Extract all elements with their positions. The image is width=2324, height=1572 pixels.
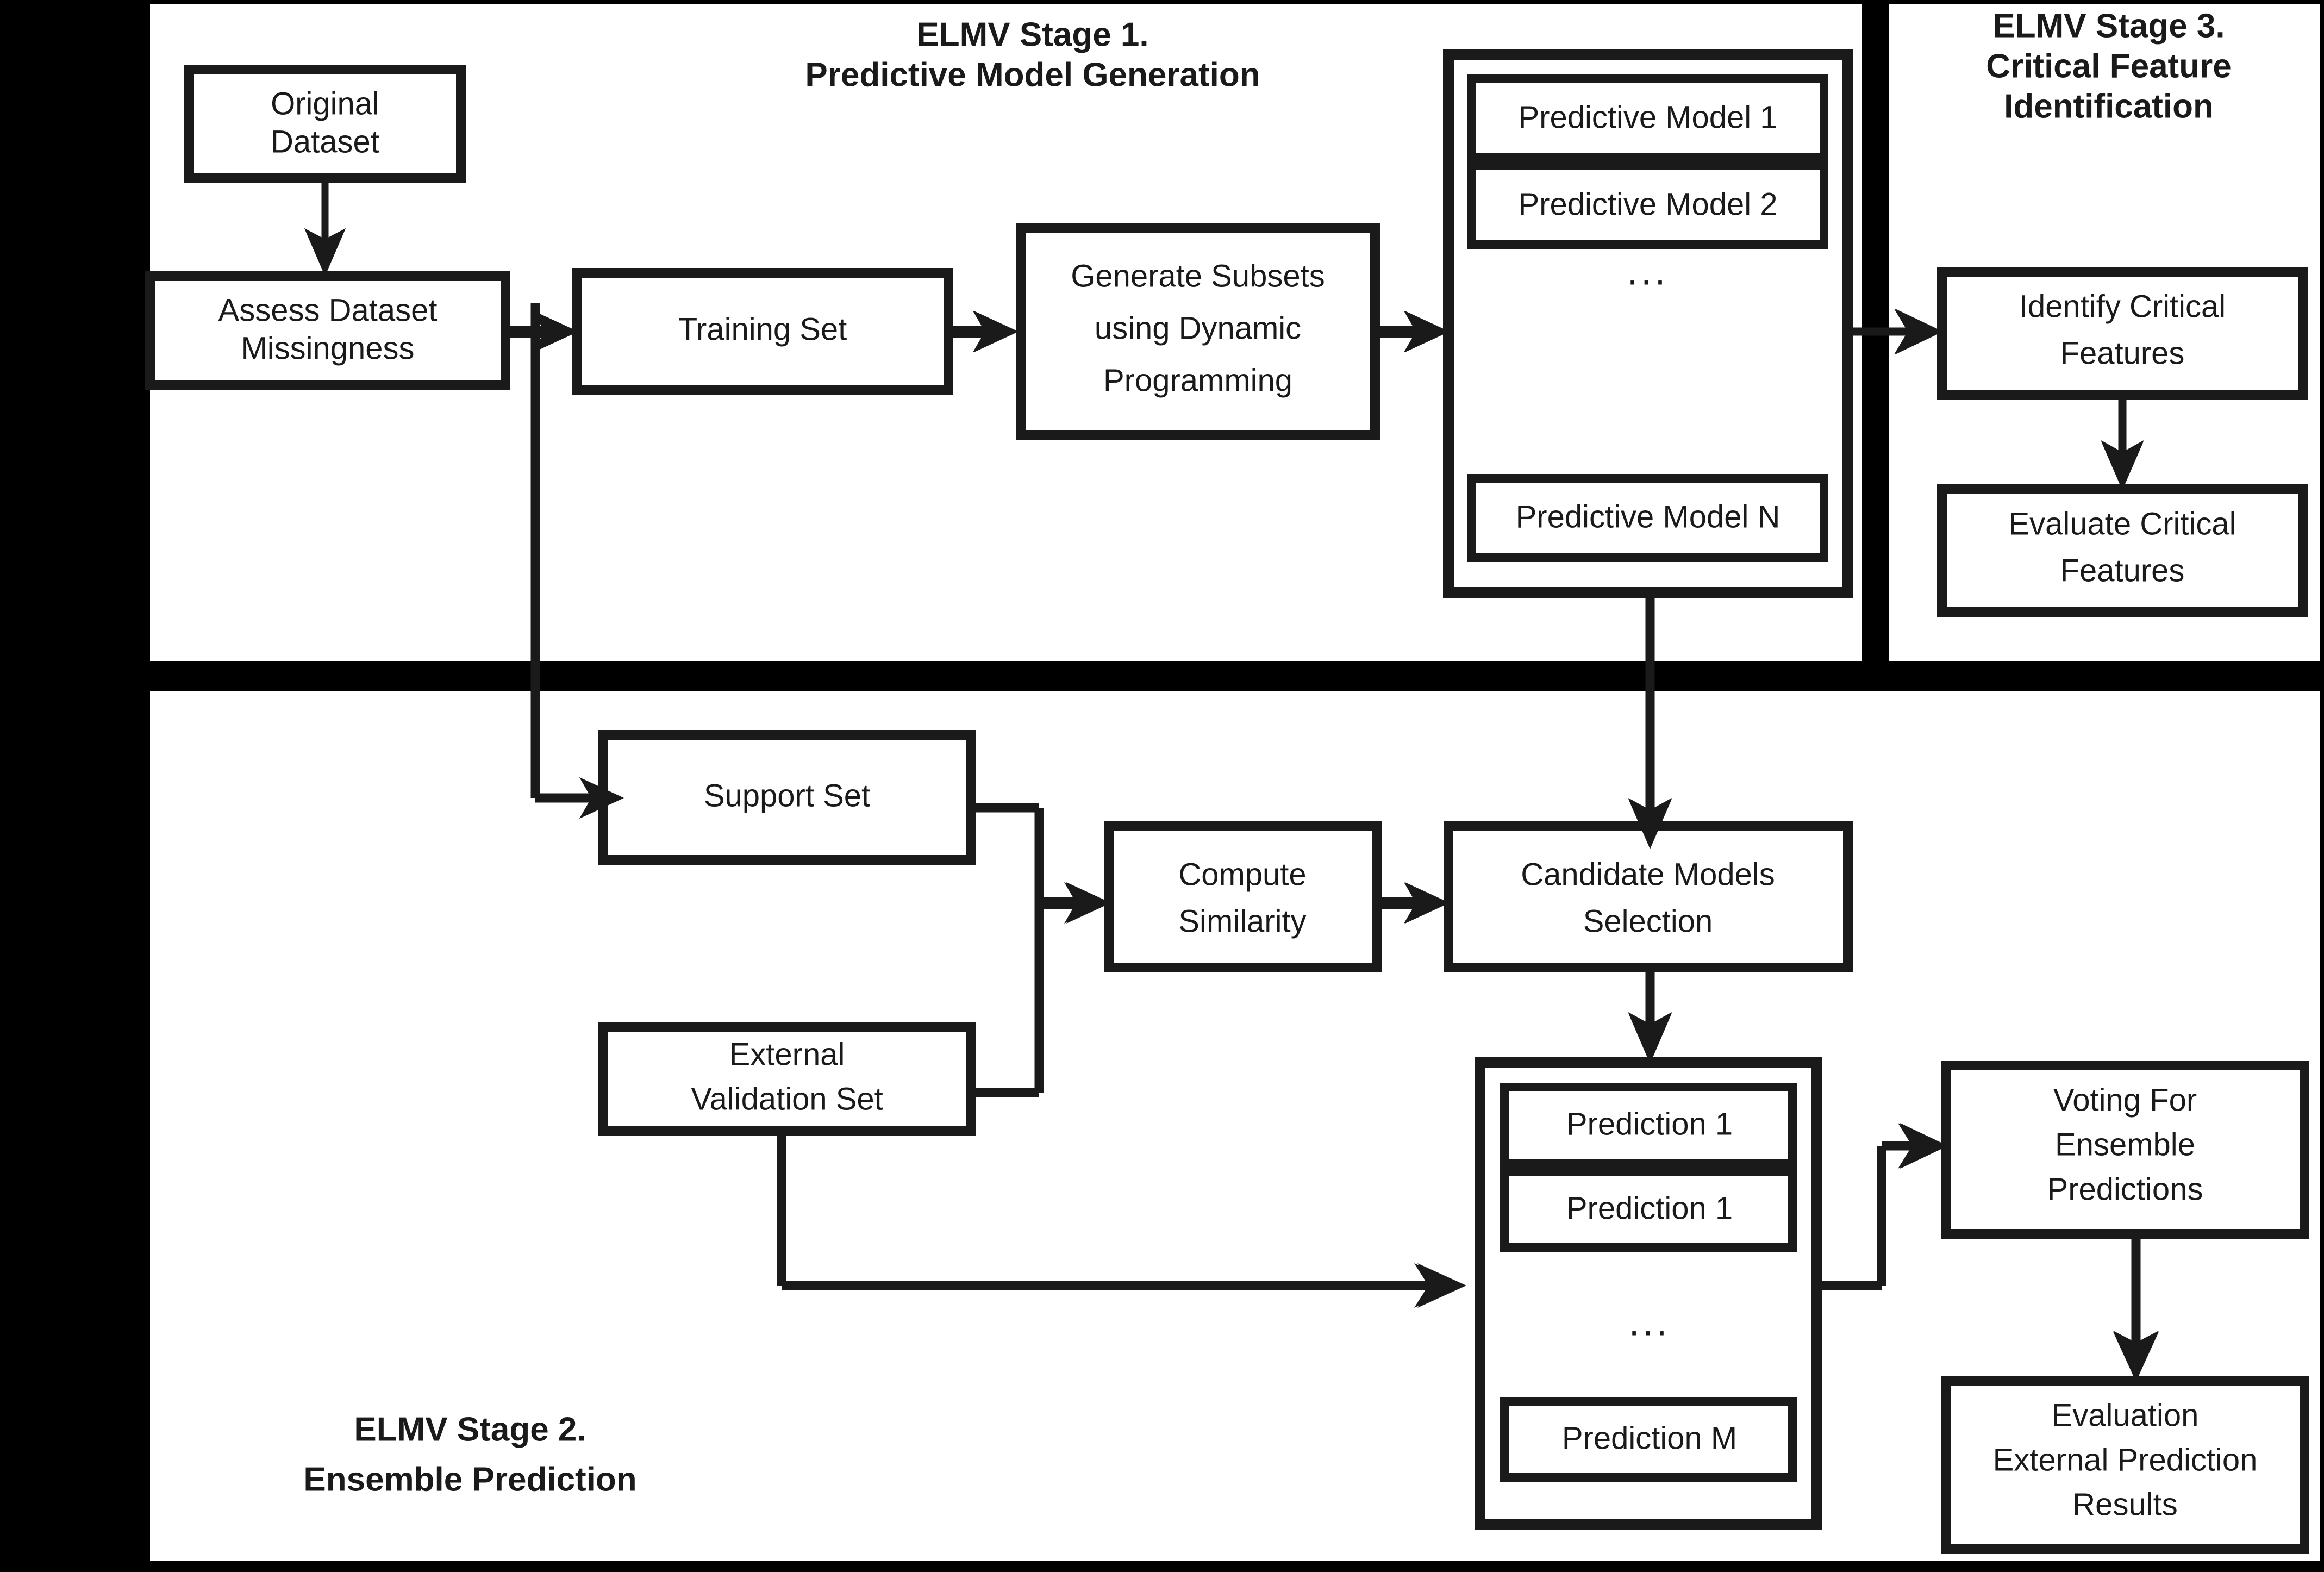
label-voting-line3: Predictions bbox=[2047, 1171, 2203, 1207]
label-generate-subsets-line1: Generate Subsets bbox=[1071, 258, 1325, 294]
label-evaluation-line2: External Prediction bbox=[1993, 1442, 2258, 1477]
box-assess-missingness[interactable] bbox=[145, 271, 510, 390]
label-generate-subsets-line2: using Dynamic bbox=[1095, 310, 1301, 346]
label-predictive-model-2: Predictive Model 2 bbox=[1518, 186, 1777, 222]
box-prediction-m[interactable] bbox=[1500, 1397, 1797, 1482]
label-predictive-model-n: Predictive Model N bbox=[1516, 499, 1781, 534]
box-predictive-model-1[interactable] bbox=[1467, 74, 1828, 162]
box-voting-ensemble-predictions[interactable] bbox=[1941, 1061, 2309, 1239]
label-evaluate-critical-line1: Evaluate Critical bbox=[2008, 506, 2236, 541]
label-support-set: Support Set bbox=[704, 778, 870, 813]
box-external-validation-set[interactable] bbox=[598, 1022, 976, 1136]
label-prediction-m: Prediction M bbox=[1562, 1420, 1737, 1456]
label-original-dataset-line2: Dataset bbox=[271, 124, 379, 159]
stage1-title-line2: Predictive Model Generation bbox=[805, 56, 1260, 93]
label-predictive-model-1: Predictive Model 1 bbox=[1518, 99, 1777, 135]
label-compute-similarity-line1: Compute bbox=[1178, 857, 1306, 892]
box-evaluate-critical-features[interactable] bbox=[1937, 484, 2308, 617]
label-evaluation-line1: Evaluation bbox=[2052, 1398, 2199, 1433]
label-prediction-1b: Prediction 1 bbox=[1566, 1190, 1733, 1226]
label-predictions-ellipsis: ... bbox=[1629, 1301, 1670, 1343]
label-candidate-models-line2: Selection bbox=[1583, 903, 1713, 939]
label-assess-missingness-line2: Missingness bbox=[241, 330, 414, 366]
box-generate-subsets[interactable] bbox=[1016, 223, 1380, 440]
label-compute-similarity-line2: Similarity bbox=[1178, 903, 1306, 939]
box-predictive-model-n[interactable] bbox=[1467, 474, 1828, 562]
label-prediction-1a: Prediction 1 bbox=[1566, 1106, 1733, 1141]
stage3-title-line1: ELMV Stage 3. bbox=[1992, 7, 2225, 45]
stage3-title-line2: Critical Feature bbox=[1986, 47, 2231, 85]
label-voting-line2: Ensemble bbox=[2055, 1127, 2195, 1162]
label-candidate-models-line1: Candidate Models bbox=[1521, 857, 1775, 892]
stage1-title-line1: ELMV Stage 1. bbox=[916, 16, 1148, 53]
box-original-dataset[interactable] bbox=[184, 65, 466, 183]
box-prediction-1a[interactable] bbox=[1500, 1083, 1797, 1168]
label-identify-critical-line1: Identify Critical bbox=[2019, 289, 2226, 324]
label-evaluation-line3: Results bbox=[2072, 1487, 2177, 1522]
label-evaluate-critical-line2: Features bbox=[2060, 553, 2185, 588]
box-candidate-models-selection[interactable] bbox=[1444, 821, 1853, 972]
label-assess-missingness-line1: Assess Dataset bbox=[218, 292, 438, 328]
label-external-validation-line2: Validation Set bbox=[691, 1081, 883, 1116]
box-evaluation-external-results[interactable] bbox=[1941, 1376, 2309, 1554]
overlay-connectors bbox=[304, 178, 2159, 1382]
stage2-title-line1: ELMV Stage 2. bbox=[354, 1411, 586, 1448]
label-identify-critical-line2: Features bbox=[2060, 335, 2185, 371]
label-generate-subsets-line3: Programming bbox=[1103, 363, 1292, 398]
box-support-set[interactable] bbox=[598, 730, 976, 865]
label-original-dataset-line1: Original bbox=[271, 86, 379, 121]
box-compute-similarity[interactable] bbox=[1104, 821, 1382, 972]
label-training-set: Training Set bbox=[678, 311, 847, 347]
box-prediction-1b[interactable] bbox=[1500, 1167, 1797, 1252]
stage2-title-line2: Ensemble Prediction bbox=[303, 1461, 636, 1498]
label-voting-line1: Voting For bbox=[2053, 1082, 2197, 1118]
stage3-title-line3: Identification bbox=[2004, 88, 2214, 125]
box-predictive-model-2[interactable] bbox=[1467, 161, 1828, 249]
label-models-ellipsis: ... bbox=[1627, 250, 1669, 292]
label-external-validation-line1: External bbox=[729, 1037, 845, 1072]
